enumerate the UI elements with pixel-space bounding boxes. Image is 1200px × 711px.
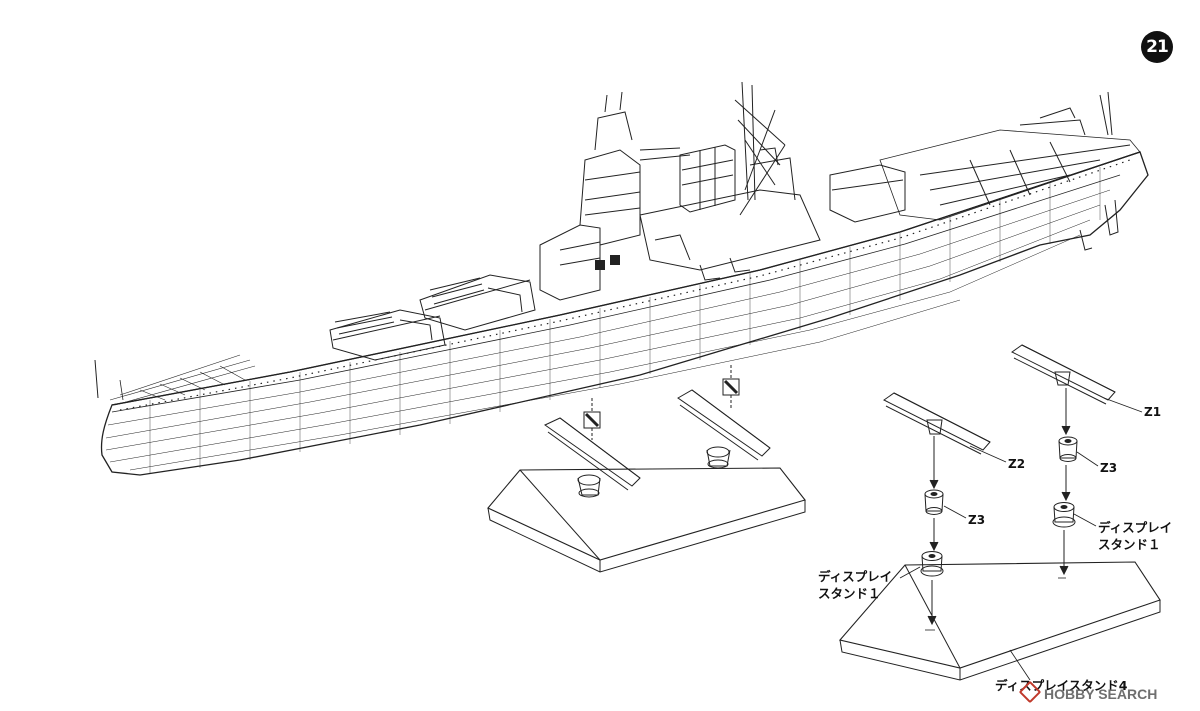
label-display-stand4: ディスプレイスタンド4 (995, 678, 1128, 693)
watermark-text: HOBBY SEARCH (1044, 686, 1158, 702)
leader-lines (899, 397, 1143, 681)
aft-turret (829, 164, 906, 223)
secondary-structures (639, 147, 821, 281)
label-display-stand1-left-line1: ディスプレイ (818, 569, 893, 584)
main-turret-1 (329, 309, 446, 361)
part-z2-cradle (883, 392, 991, 455)
stand-cradle-left-front (544, 417, 641, 498)
part-z3-left (924, 489, 944, 515)
stand-cradle-left-back (677, 389, 771, 469)
label-z1: Z1 (1144, 405, 1162, 419)
step-number-badge: 21 (1141, 31, 1173, 63)
mainmast (734, 81, 786, 216)
hobby-search-logo-icon (1018, 680, 1042, 704)
assembly-arrows-right (927, 388, 1071, 626)
label-z3-lower: Z3 (968, 513, 986, 527)
label-display-stand1-left-line2: スタンド１ (818, 586, 881, 601)
label-z3-upper: Z3 (1100, 461, 1118, 475)
callout-arrows-left (583, 365, 740, 440)
part-z1-cradle (1011, 344, 1116, 405)
label-display-stand1-right-line2: スタンド１ (1098, 537, 1161, 552)
label-display-stand1-right-line1: ディスプレイ (1098, 520, 1173, 535)
part-stand1-right (1052, 502, 1076, 528)
part-z3-right (1058, 436, 1078, 462)
label-display-stand1-left: ディスプレイ スタンド１ (818, 568, 892, 602)
label-display-stand1-right: ディスプレイ スタンド１ (1098, 519, 1172, 553)
part-stand1-left (920, 551, 944, 577)
aft-deck (879, 91, 1141, 221)
label-z2: Z2 (1008, 457, 1026, 471)
bridge-tower (539, 91, 691, 301)
battleship-hull (94, 151, 1149, 476)
hobby-search-watermark: HOBBY SEARCH (1018, 680, 1158, 704)
funnel (679, 144, 736, 213)
main-turret-2 (419, 274, 536, 331)
display-stand-left (487, 467, 806, 573)
